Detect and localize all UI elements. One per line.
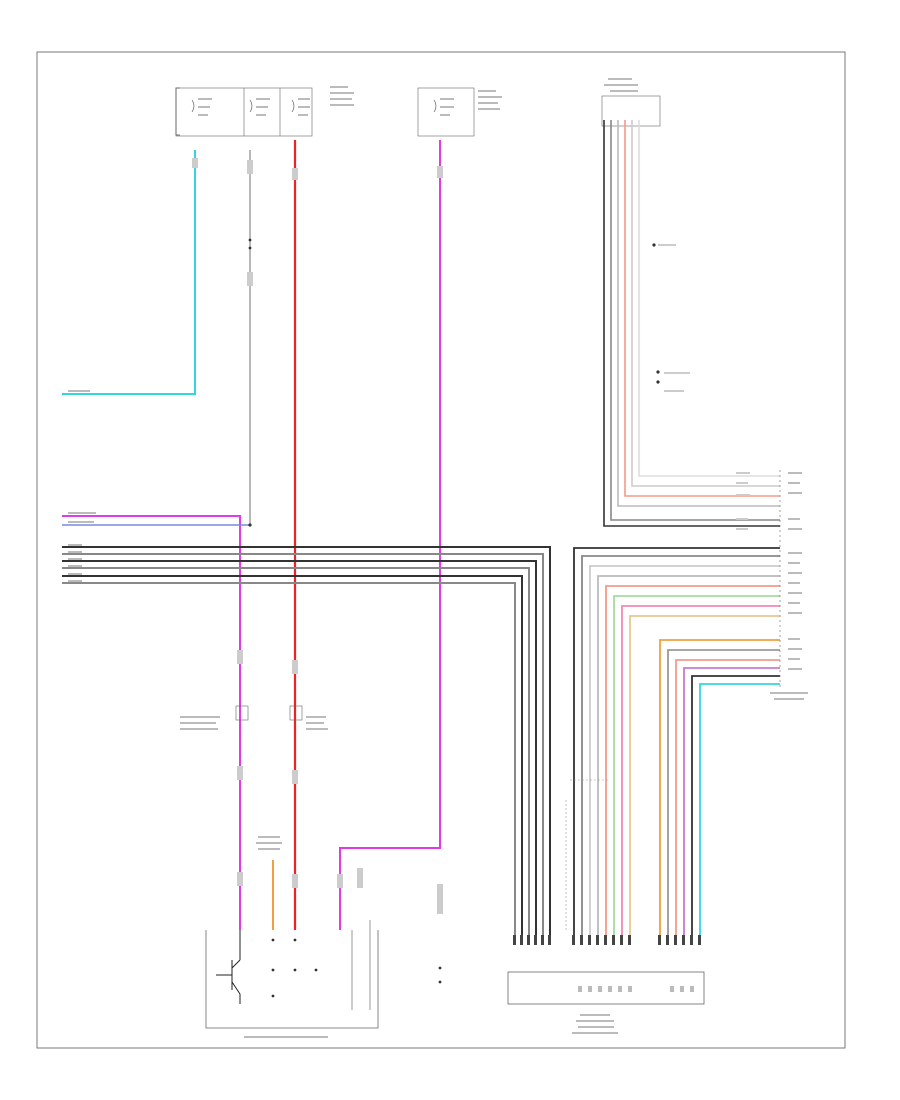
gateway-connector bbox=[770, 470, 808, 700]
mid-splice-left bbox=[180, 705, 249, 730]
wire-bundle-right-horizontal bbox=[573, 547, 780, 935]
meter-splice-label bbox=[256, 836, 282, 850]
shield-dashed-lines bbox=[565, 779, 610, 930]
wire-cyan-left bbox=[62, 150, 196, 395]
navigation-connector bbox=[601, 78, 661, 127]
left-wire-labels bbox=[68, 390, 96, 582]
wire-magenta-left bbox=[62, 515, 241, 930]
multiplex-tuner bbox=[507, 935, 705, 1034]
wire-magenta-right bbox=[339, 140, 441, 930]
combination-meter bbox=[205, 920, 379, 1038]
right-splice-markers bbox=[658, 244, 750, 530]
relay-block-d bbox=[417, 87, 502, 137]
mid-splice-right bbox=[289, 705, 328, 730]
fuse-block-group bbox=[175, 86, 354, 137]
wire-bundle-right-vertical bbox=[603, 120, 780, 527]
wire-segment-markers bbox=[192, 158, 443, 914]
transistor-symbol bbox=[216, 930, 241, 1004]
wire-junction-dots bbox=[248, 238, 442, 984]
wire-bundle-left bbox=[62, 546, 551, 935]
right-splice-dots bbox=[652, 243, 660, 384]
